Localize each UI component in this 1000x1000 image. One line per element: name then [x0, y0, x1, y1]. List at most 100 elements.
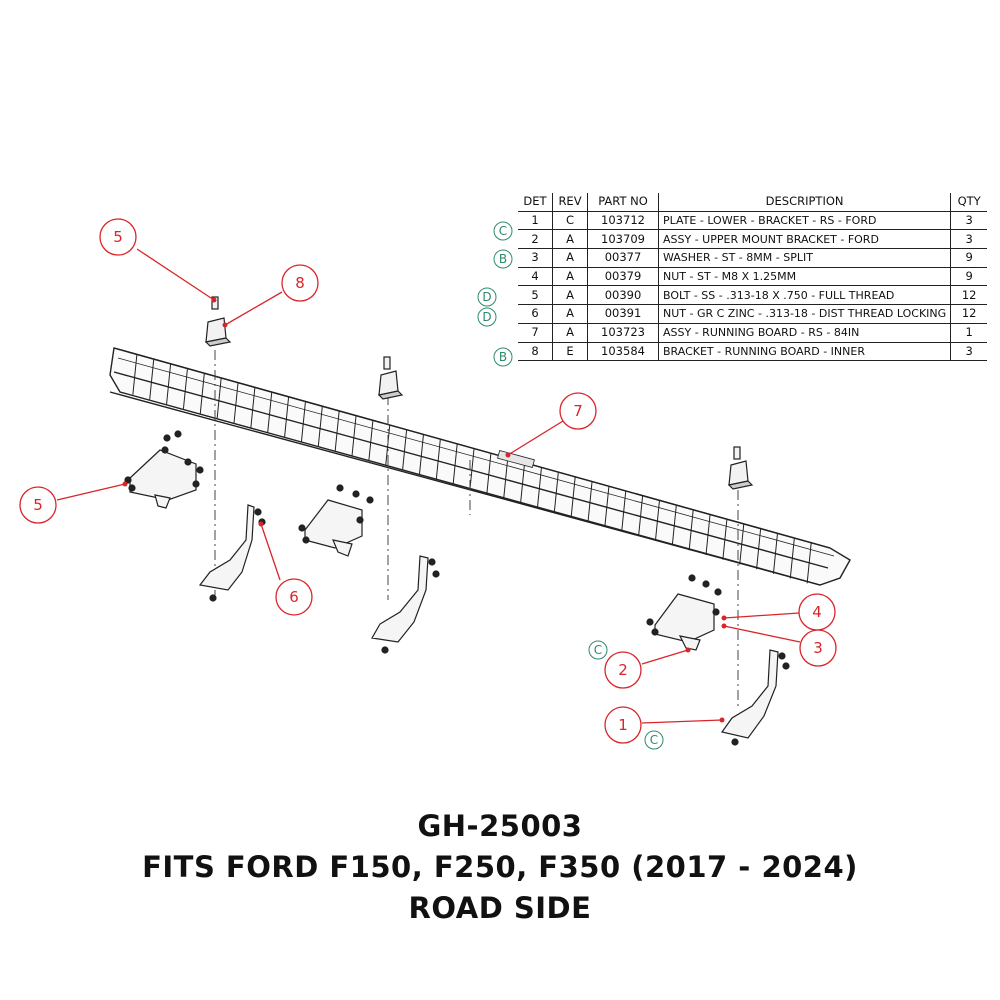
callout-balloons: 5 8 5 6 7 4 3 2 1	[19, 218, 837, 744]
board-cleat	[182, 368, 188, 409]
bom-det: 3	[518, 248, 553, 268]
bom-rev: A	[552, 229, 588, 250]
bom-description: BRACKET - RUNNING BOARD - INNER	[657, 341, 952, 362]
board-cleat	[317, 406, 323, 447]
callout-balloon: 8	[281, 264, 319, 302]
revision-letter: C	[499, 224, 507, 238]
revision-marker: C	[493, 221, 513, 241]
bom-header-row: DET REV PART NO DESCRIPTION QTY	[518, 193, 988, 212]
bom-det: 2	[518, 229, 553, 250]
bom-det: 1	[518, 210, 553, 231]
board-cleat	[166, 364, 172, 405]
bom-part-no: 00391	[587, 304, 659, 324]
board-cleat	[435, 439, 441, 480]
board-cleat	[149, 359, 155, 400]
board-cleat	[756, 529, 762, 570]
bom-description: WASHER - ST - 8MM - SPLIT	[657, 248, 952, 268]
board-cleat	[368, 420, 374, 461]
bom-part-no: 00379	[587, 266, 659, 287]
bom-rev: A	[552, 248, 588, 268]
board-cleat	[587, 481, 593, 523]
board-cleat	[789, 538, 795, 579]
board-cleat	[334, 411, 340, 452]
bom-det: 4	[518, 266, 553, 287]
board-cleat	[772, 533, 778, 574]
board-cleat	[671, 505, 677, 546]
revision-letter: D	[482, 310, 491, 324]
board-cleat	[722, 519, 728, 560]
board-cleat	[705, 514, 711, 556]
board-cleat	[553, 472, 559, 513]
assembly-centerlines	[214, 350, 739, 710]
board-cleat	[216, 378, 222, 419]
bom-part-no: 103709	[587, 229, 659, 250]
board-cleat	[199, 373, 205, 414]
board-cleat	[418, 434, 424, 475]
revision-letter: C	[650, 733, 658, 747]
bom-header-description: DESCRIPTION	[657, 193, 952, 212]
bom-part-no: 103584	[587, 341, 659, 362]
board-cleat	[267, 392, 273, 433]
upper-mount-bracket-2	[298, 484, 374, 557]
lower-plate-2	[371, 555, 440, 654]
board-cleat	[233, 382, 239, 424]
revision-marker: B	[493, 347, 513, 367]
callout-balloon: 2	[604, 651, 642, 689]
board-cleat	[621, 491, 627, 532]
board-cleat	[469, 448, 475, 490]
bom-header-det: DET	[518, 193, 553, 212]
board-cleat	[654, 500, 660, 541]
board-cleat	[570, 477, 576, 518]
bom-qty: 1	[950, 322, 988, 343]
bom-qty: 3	[950, 210, 988, 231]
board-cleat	[284, 397, 290, 438]
callout-arrowheads	[122, 297, 727, 723]
revision-marker: B	[493, 249, 513, 269]
board-cleat	[452, 444, 458, 485]
running-board	[109, 347, 851, 586]
bom-rev: A	[552, 285, 588, 306]
board-cleat	[250, 387, 256, 428]
board-cleat	[536, 467, 542, 508]
callout-balloon: 1	[604, 706, 642, 744]
callout-number: 8	[295, 274, 305, 292]
callout-balloon: 5	[19, 486, 57, 524]
bom-det: 5	[518, 285, 553, 306]
callout-number: 3	[813, 639, 823, 657]
bom-det: 7	[518, 322, 553, 343]
lower-plate-3	[720, 649, 790, 746]
callout-number: 1	[618, 716, 628, 734]
board-cleat	[402, 430, 408, 471]
callout-balloon: 4	[798, 593, 836, 631]
board-cleat	[503, 458, 509, 499]
bom-qty: 3	[950, 341, 988, 362]
bom-rev: A	[552, 304, 588, 324]
bom-header-rev: REV	[552, 193, 588, 212]
revision-marker: D	[477, 307, 497, 327]
revision-letter: D	[482, 290, 491, 304]
callout-balloon: 5	[99, 218, 137, 256]
bom-rev: A	[552, 322, 588, 343]
board-cleat	[688, 510, 694, 551]
callout-number: 5	[113, 228, 123, 246]
bom-rev: E	[552, 341, 588, 362]
inner-bracket-2	[377, 356, 404, 400]
bom-description: NUT - GR C ZINC - .313-18 - DIST THREAD …	[657, 304, 952, 324]
board-cleat	[351, 415, 357, 457]
bom-header-qty: QTY	[950, 193, 988, 212]
bom-description: ASSY - RUNNING BOARD - RS - 84IN	[657, 322, 952, 343]
revision-marker: C	[588, 640, 608, 660]
inner-bracket-3	[727, 446, 754, 490]
upper-mount-bracket-1	[124, 430, 204, 509]
bom-description: PLATE - LOWER - BRACKET - RS - FORD	[657, 210, 952, 231]
bom-det: 8	[518, 341, 553, 362]
revision-markers: C B D D B C C	[477, 221, 664, 750]
